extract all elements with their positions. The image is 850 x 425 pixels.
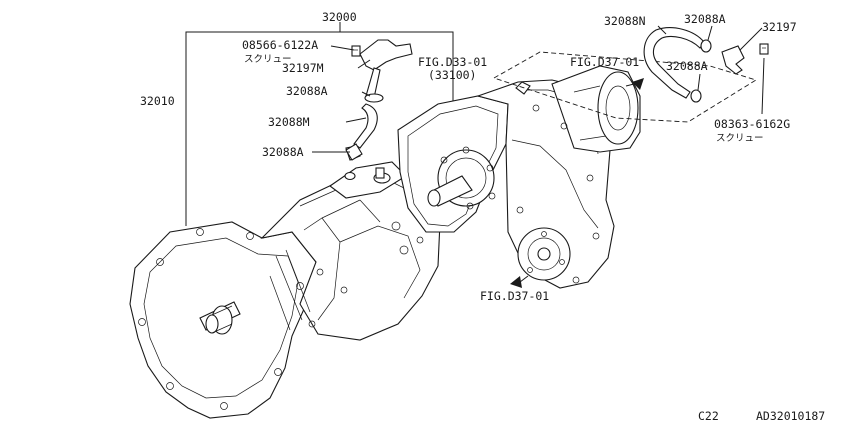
leader-lines	[312, 25, 765, 153]
label-fig-d37-upper: FIG.D37-01	[570, 55, 639, 69]
clamp-32088a-a	[700, 39, 712, 53]
clamp-32088a-lower	[345, 143, 363, 161]
hose-32088m	[353, 103, 378, 149]
arrow-icon	[510, 276, 522, 288]
clamp-32088a-b	[690, 89, 702, 103]
label-screw-08363-code: 08363-6162G	[714, 117, 790, 131]
footer-doc-code: AD32010187	[756, 409, 825, 423]
label-32088a-4: 32088A	[666, 59, 708, 73]
label-fig-d37-lower: FIG.D37-01	[480, 289, 549, 303]
assembly-bracket	[185, 22, 454, 226]
label-32088m: 32088M	[268, 115, 310, 129]
label-32088a-1: 32088A	[286, 84, 328, 98]
label-fig-d33-sub: (33100)	[428, 68, 476, 82]
transmission-case	[129, 145, 441, 419]
screw-08566	[351, 45, 361, 57]
label-32088a-2: 32088A	[262, 145, 304, 159]
label-32010: 32010	[140, 94, 175, 108]
label-fig-d33: FIG.D33-01	[418, 55, 487, 69]
label-screw-08566-code: 08566-6122A	[242, 38, 318, 52]
transfer-case	[397, 65, 641, 289]
connector-32197m	[359, 39, 413, 71]
label-32088n: 32088N	[604, 14, 646, 28]
breather-hose-transfer	[492, 27, 769, 123]
screw-08363	[759, 43, 769, 55]
connector-32197	[721, 45, 745, 75]
breather-hose-main	[345, 39, 413, 161]
footer-page-code: C22	[698, 409, 719, 423]
label-32197m: 32197M	[282, 61, 324, 75]
label-32088a-3: 32088A	[684, 12, 726, 26]
hose-32088n	[643, 27, 705, 99]
label-screw-08363-kana: スクリュー	[716, 133, 764, 144]
label-32000: 32000	[322, 10, 357, 24]
label-screw-08566-kana: スクリュー	[244, 54, 292, 65]
arrow-icon	[632, 78, 644, 90]
label-32197: 32197	[762, 20, 797, 34]
